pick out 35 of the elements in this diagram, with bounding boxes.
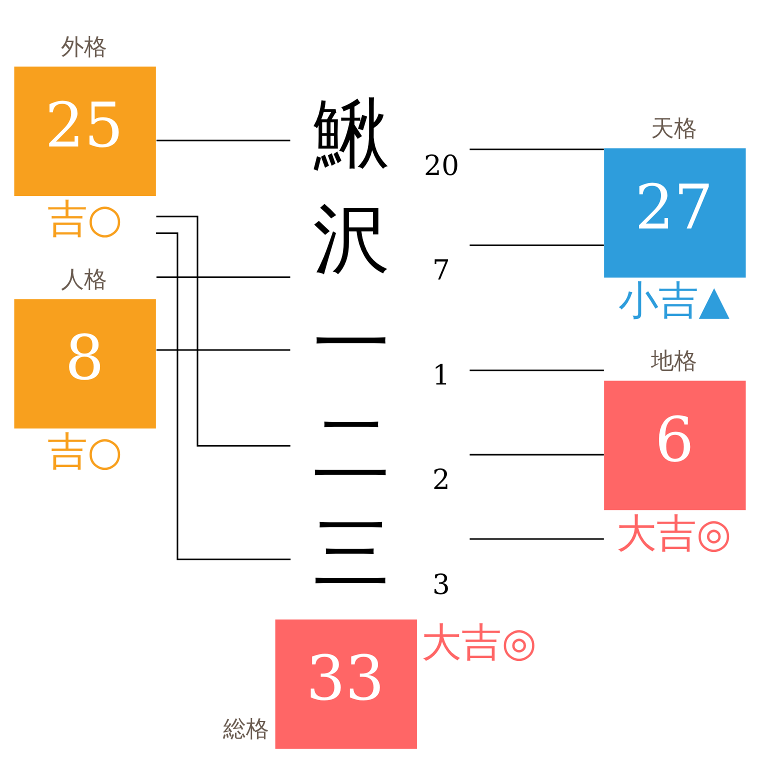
node-label: 大吉◎ bbox=[616, 510, 732, 557]
node-label: 1 bbox=[432, 358, 450, 392]
node-label: 総格 bbox=[222, 716, 269, 743]
node-text: 一 bbox=[313, 300, 390, 389]
node-label: 20 bbox=[424, 149, 460, 182]
connector bbox=[470, 538, 604, 540]
connector bbox=[156, 232, 291, 560]
node-label: 吉○ bbox=[47, 196, 122, 243]
connector bbox=[470, 370, 604, 372]
node-label: 外格 bbox=[61, 34, 108, 60]
connector bbox=[156, 349, 290, 351]
node-label: 天格 bbox=[651, 116, 698, 142]
node-box: 6 bbox=[604, 380, 746, 510]
connector bbox=[470, 148, 604, 150]
node-box: 33 bbox=[275, 619, 417, 749]
node-label: 7 bbox=[432, 254, 450, 287]
node-label: 地格 bbox=[651, 348, 698, 374]
node-text: 鰍 bbox=[313, 90, 390, 180]
node-box: 27 bbox=[604, 148, 746, 278]
connector bbox=[156, 216, 290, 447]
node-label: 2 bbox=[432, 463, 450, 496]
connector bbox=[156, 140, 290, 142]
connector bbox=[156, 276, 290, 278]
connector bbox=[470, 454, 604, 456]
connector bbox=[470, 244, 604, 246]
node-box: 8 bbox=[14, 299, 156, 428]
node-label: 吉○ bbox=[47, 429, 122, 476]
node-label: 小吉▲ bbox=[618, 278, 730, 324]
node-box: 25 bbox=[14, 66, 156, 196]
node-text: 沢 bbox=[313, 195, 390, 284]
node-label: 人格 bbox=[61, 266, 108, 293]
node-text: 三 bbox=[313, 509, 390, 598]
node-label: 大吉◎ bbox=[422, 620, 537, 666]
node-text: 二 bbox=[313, 404, 390, 494]
node-label: 3 bbox=[432, 568, 450, 601]
